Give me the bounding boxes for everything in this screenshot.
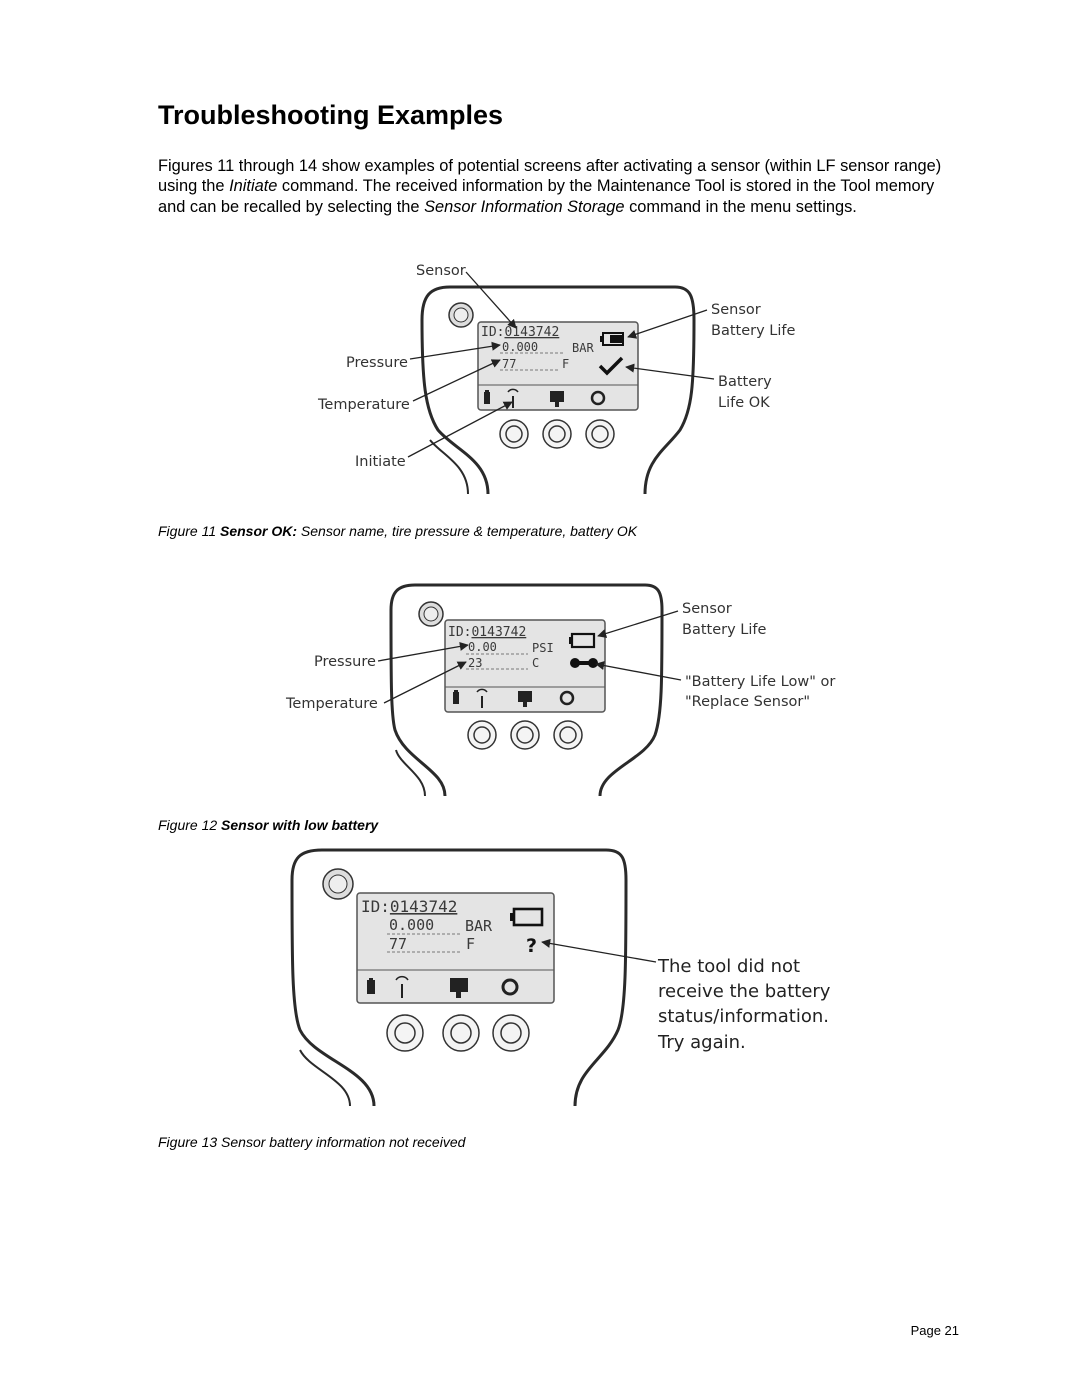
battery-ok-label-1: Battery <box>718 374 772 390</box>
checkmark-icon <box>598 356 624 376</box>
softkey-icons <box>484 388 606 408</box>
lcd-screen: ID:0143742 0.000 BAR 77 F <box>477 321 639 411</box>
message-line-1: The tool did not <box>657 956 800 977</box>
softkey-icons <box>453 688 575 708</box>
battery-life-label-1: Sensor <box>711 302 761 318</box>
temperature-label: Temperature <box>285 696 378 712</box>
svg-text:ID:0143742: ID:0143742 <box>361 897 457 916</box>
temperature-unit: C <box>532 656 539 670</box>
callout-arrow <box>541 938 657 963</box>
figure-12-caption: Figure 12 Sensor with low battery <box>158 817 379 833</box>
intro-paragraph: Figures 11 through 14 show examples of p… <box>158 157 942 216</box>
battery-ok-label-2: Life OK <box>718 395 770 411</box>
pressure-unit: BAR <box>465 917 493 935</box>
figure-13-caption: Figure 13 Sensor battery information not… <box>158 1134 466 1150</box>
id-prefix: ID: <box>448 625 471 640</box>
device-outline <box>290 848 628 1107</box>
sensor-id: 0143742 <box>390 897 457 916</box>
figure-13: ID:0143742 0.000 BAR 77 F ? The tool did… <box>280 840 840 1110</box>
svg-text:ID:0143742: ID:0143742 <box>481 325 559 340</box>
lcd-screen: ID:0143742 0.000 BAR 77 F ? <box>356 892 555 1004</box>
temperature-value: 23 <box>468 656 482 670</box>
figure-11-caption: Figure 11 Sensor OK: Sensor name, tire p… <box>158 523 638 539</box>
question-mark-icon: ? <box>526 935 537 957</box>
softkey-icons <box>367 975 519 998</box>
battery-low-label-1: "Battery Life Low" or <box>685 674 835 690</box>
device-outline <box>389 583 664 797</box>
message-line-3: status/information. <box>658 1006 829 1027</box>
lcd-screen: ID:0143742 0.00 PSI 23 C <box>444 619 606 713</box>
battery-empty-icon <box>510 907 544 927</box>
hardware-buttons[interactable] <box>499 419 615 449</box>
message-line-4: Try again. <box>657 1032 746 1053</box>
battery-life-label-1: Sensor <box>682 601 732 617</box>
wrench-icon <box>570 658 598 668</box>
id-prefix: ID: <box>361 897 390 916</box>
power-button[interactable] <box>322 868 354 900</box>
battery-empty-icon <box>569 632 596 649</box>
battery-life-label-2: Battery Life <box>711 323 795 339</box>
power-button[interactable] <box>418 601 444 627</box>
sensor-label: Sensor <box>416 263 466 279</box>
battery-life-label-2: Battery Life <box>682 622 766 638</box>
temperature-unit: F <box>562 357 569 371</box>
pressure-value: 0.00 <box>468 640 497 654</box>
hardware-buttons[interactable] <box>386 1014 530 1052</box>
hardware-buttons[interactable] <box>467 720 583 750</box>
pressure-value: 0.000 <box>389 916 434 934</box>
temperature-unit: F <box>466 935 475 953</box>
pressure-label: Pressure <box>314 654 376 670</box>
pressure-unit: BAR <box>572 341 594 355</box>
temperature-label: Temperature <box>317 397 410 413</box>
message-line-2: receive the battery <box>658 981 831 1002</box>
pressure-label: Pressure <box>346 355 408 371</box>
figure-12: ID:0143742 0.00 PSI 23 C Pressure Temper… <box>280 582 840 797</box>
sensor-id: 0143742 <box>504 325 559 340</box>
pressure-value: 0.000 <box>502 340 538 354</box>
sensor-id: 0143742 <box>471 625 526 640</box>
temperature-value: 77 <box>502 357 516 371</box>
figure-11: ID:0143742 0.000 BAR 77 F Sensor Pressur… <box>300 255 820 495</box>
power-button[interactable] <box>448 302 474 328</box>
temperature-value: 77 <box>389 935 407 953</box>
callout-arrows <box>377 610 682 704</box>
pressure-unit: PSI <box>532 641 554 655</box>
callout-arrows <box>407 271 715 458</box>
battery-full-icon <box>600 332 624 346</box>
id-prefix: ID: <box>481 325 504 340</box>
battery-low-label-2: "Replace Sensor" <box>685 694 810 710</box>
svg-text:ID:0143742: ID:0143742 <box>448 625 526 640</box>
page-number: Page 21 <box>910 1323 959 1338</box>
page-title: Troubleshooting Examples <box>158 100 504 130</box>
initiate-label: Initiate <box>355 454 406 470</box>
